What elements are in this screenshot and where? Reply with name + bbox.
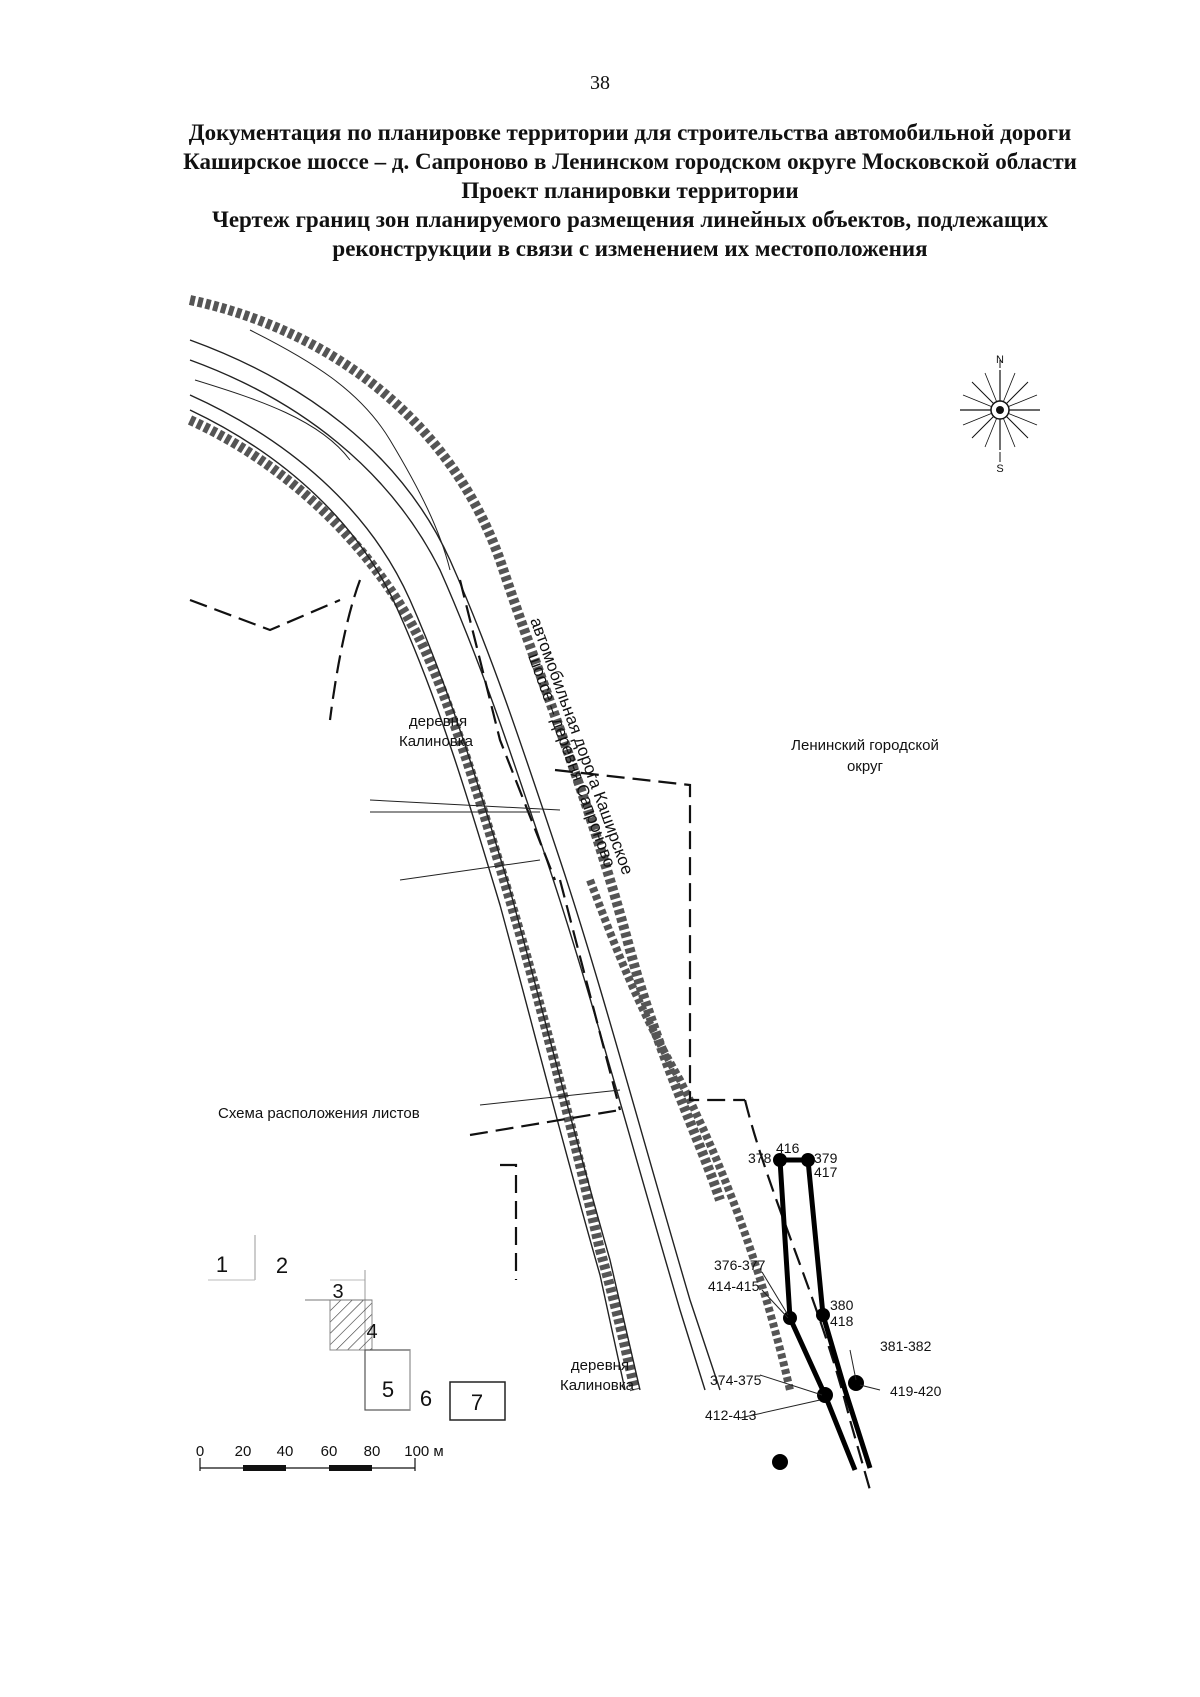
sheet-number-4: 4 [366,1321,377,1343]
compass-rose-icon [960,360,1040,462]
district-boundary [189,579,872,1491]
scale-label-80: 80 [364,1443,381,1460]
village-label-bottom-2: Калиновка [560,1377,635,1394]
road-lines [189,329,721,1391]
header-line-1: Документация по планировке территории дл… [188,120,1072,145]
scale-label-60: 60 [321,1443,338,1460]
compass-north-label: N [996,354,1004,366]
sheet-scheme-label: Схема расположения листов [218,1105,420,1122]
sheet-number-1: 1 [216,1252,228,1277]
point-label-381-382: 381-382 [880,1338,932,1354]
sheet-number-2: 2 [276,1253,288,1278]
sheet-number-7: 7 [471,1390,483,1415]
hatched-boundary-strips [187,295,794,1392]
point-label-414-415: 414-415 [708,1278,760,1294]
point-label-419-420: 419-420 [890,1383,942,1399]
node-markers [772,1153,864,1470]
district-label-2: округ [847,758,884,775]
sheet-number-3: 3 [332,1281,343,1303]
sheet-number-6: 6 [420,1386,432,1411]
point-label-416: 416 [776,1140,800,1156]
point-label-376-377: 376-377 [714,1257,766,1273]
header-line-4: Чертеж границ зон планируемого размещени… [211,207,1049,232]
page-number: 38 [590,72,610,94]
point-label-418: 418 [830,1313,854,1329]
header-line-2: Каширское шоссе – д. Сапроново в Ленинск… [183,149,1077,174]
scale-bar [199,1458,416,1471]
point-label-374-375: 374-375 [710,1372,762,1388]
pointer-lines [369,799,621,1106]
scale-label-0: 0 [196,1443,204,1460]
village-label-top-1: деревня [409,713,467,730]
header-line-3: Проект планировки территории [461,178,799,203]
village-label-bottom-1: деревня [571,1357,629,1374]
point-label-378: 378 [748,1150,772,1166]
sheet-number-5: 5 [382,1377,394,1402]
header-line-5: реконструкции в связи с изменением их ме… [332,236,928,261]
point-label-412-413: 412-413 [705,1407,757,1423]
scale-label-20: 20 [235,1443,252,1460]
sheet-layout-scheme [208,1235,506,1421]
point-label-417: 417 [814,1164,838,1180]
compass-south-label: S [996,463,1003,475]
node-pointers [739,1271,881,1419]
document-header: Документация по планировке территории дл… [80,118,1180,263]
scale-label-100: 100 м [404,1443,444,1460]
point-label-379: 379 [814,1150,838,1166]
point-label-380: 380 [830,1297,854,1313]
district-label-1: Ленинский городской [791,737,939,754]
village-label-top-2: Калиновка [399,733,474,750]
scale-label-40: 40 [277,1443,294,1460]
